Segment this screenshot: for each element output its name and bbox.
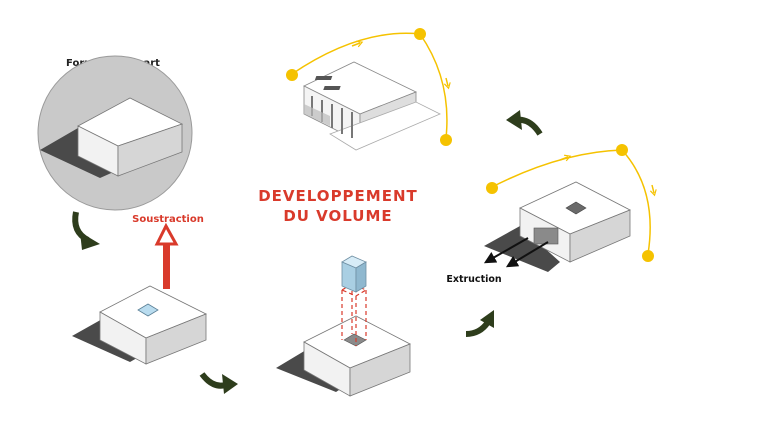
stage-vertical-volume (276, 255, 411, 397)
skylight-void (565, 201, 587, 215)
sun-path-arrow-2 (649, 184, 657, 197)
block-right (117, 123, 183, 177)
green-arrow-2-head (222, 374, 238, 394)
block-right (569, 209, 631, 263)
tower-right (355, 261, 367, 293)
sun-position (486, 182, 498, 194)
ground-plate (329, 101, 441, 151)
green-arrow-3-head (480, 310, 494, 328)
stage-final-building (286, 28, 452, 151)
stage-subtraction: Soustraction (72, 214, 207, 365)
sun-position (286, 69, 298, 81)
green-arrow-3 (465, 320, 491, 337)
stage-start-shape: Forme de départ (37, 55, 193, 211)
extrusion-label: Extruction (446, 274, 502, 285)
extruded-void (533, 227, 559, 245)
block-right (145, 313, 207, 365)
skylight-hole (137, 303, 159, 317)
sun-position (440, 134, 452, 146)
roof-opening (314, 76, 333, 80)
extrusion-arrow (505, 241, 549, 268)
sun-path-arrow-1 (351, 40, 364, 48)
extrusion-arrow (483, 237, 529, 264)
sun-path-arrow-2 (443, 77, 451, 90)
green-arrow-1-head (80, 232, 100, 250)
title-line-2: DU VOLUME (283, 207, 392, 225)
block-right (349, 343, 411, 397)
sun-path-arrow-1 (559, 154, 572, 162)
sun-position (616, 144, 628, 156)
sun-position (642, 250, 654, 262)
stage-extrusion: Extruction (446, 144, 657, 285)
subtraction-label: Soustraction (132, 214, 204, 225)
subtraction-arrow-shaft (163, 243, 170, 289)
block-shadow (484, 226, 560, 272)
title-line-1: DEVELOPPEMENT (258, 187, 418, 205)
roof-opening (323, 86, 341, 90)
subtraction-arrow-head (154, 222, 179, 246)
sun-position (414, 28, 426, 40)
facade-shadow (304, 104, 330, 126)
green-arrow-4-head (506, 110, 522, 130)
